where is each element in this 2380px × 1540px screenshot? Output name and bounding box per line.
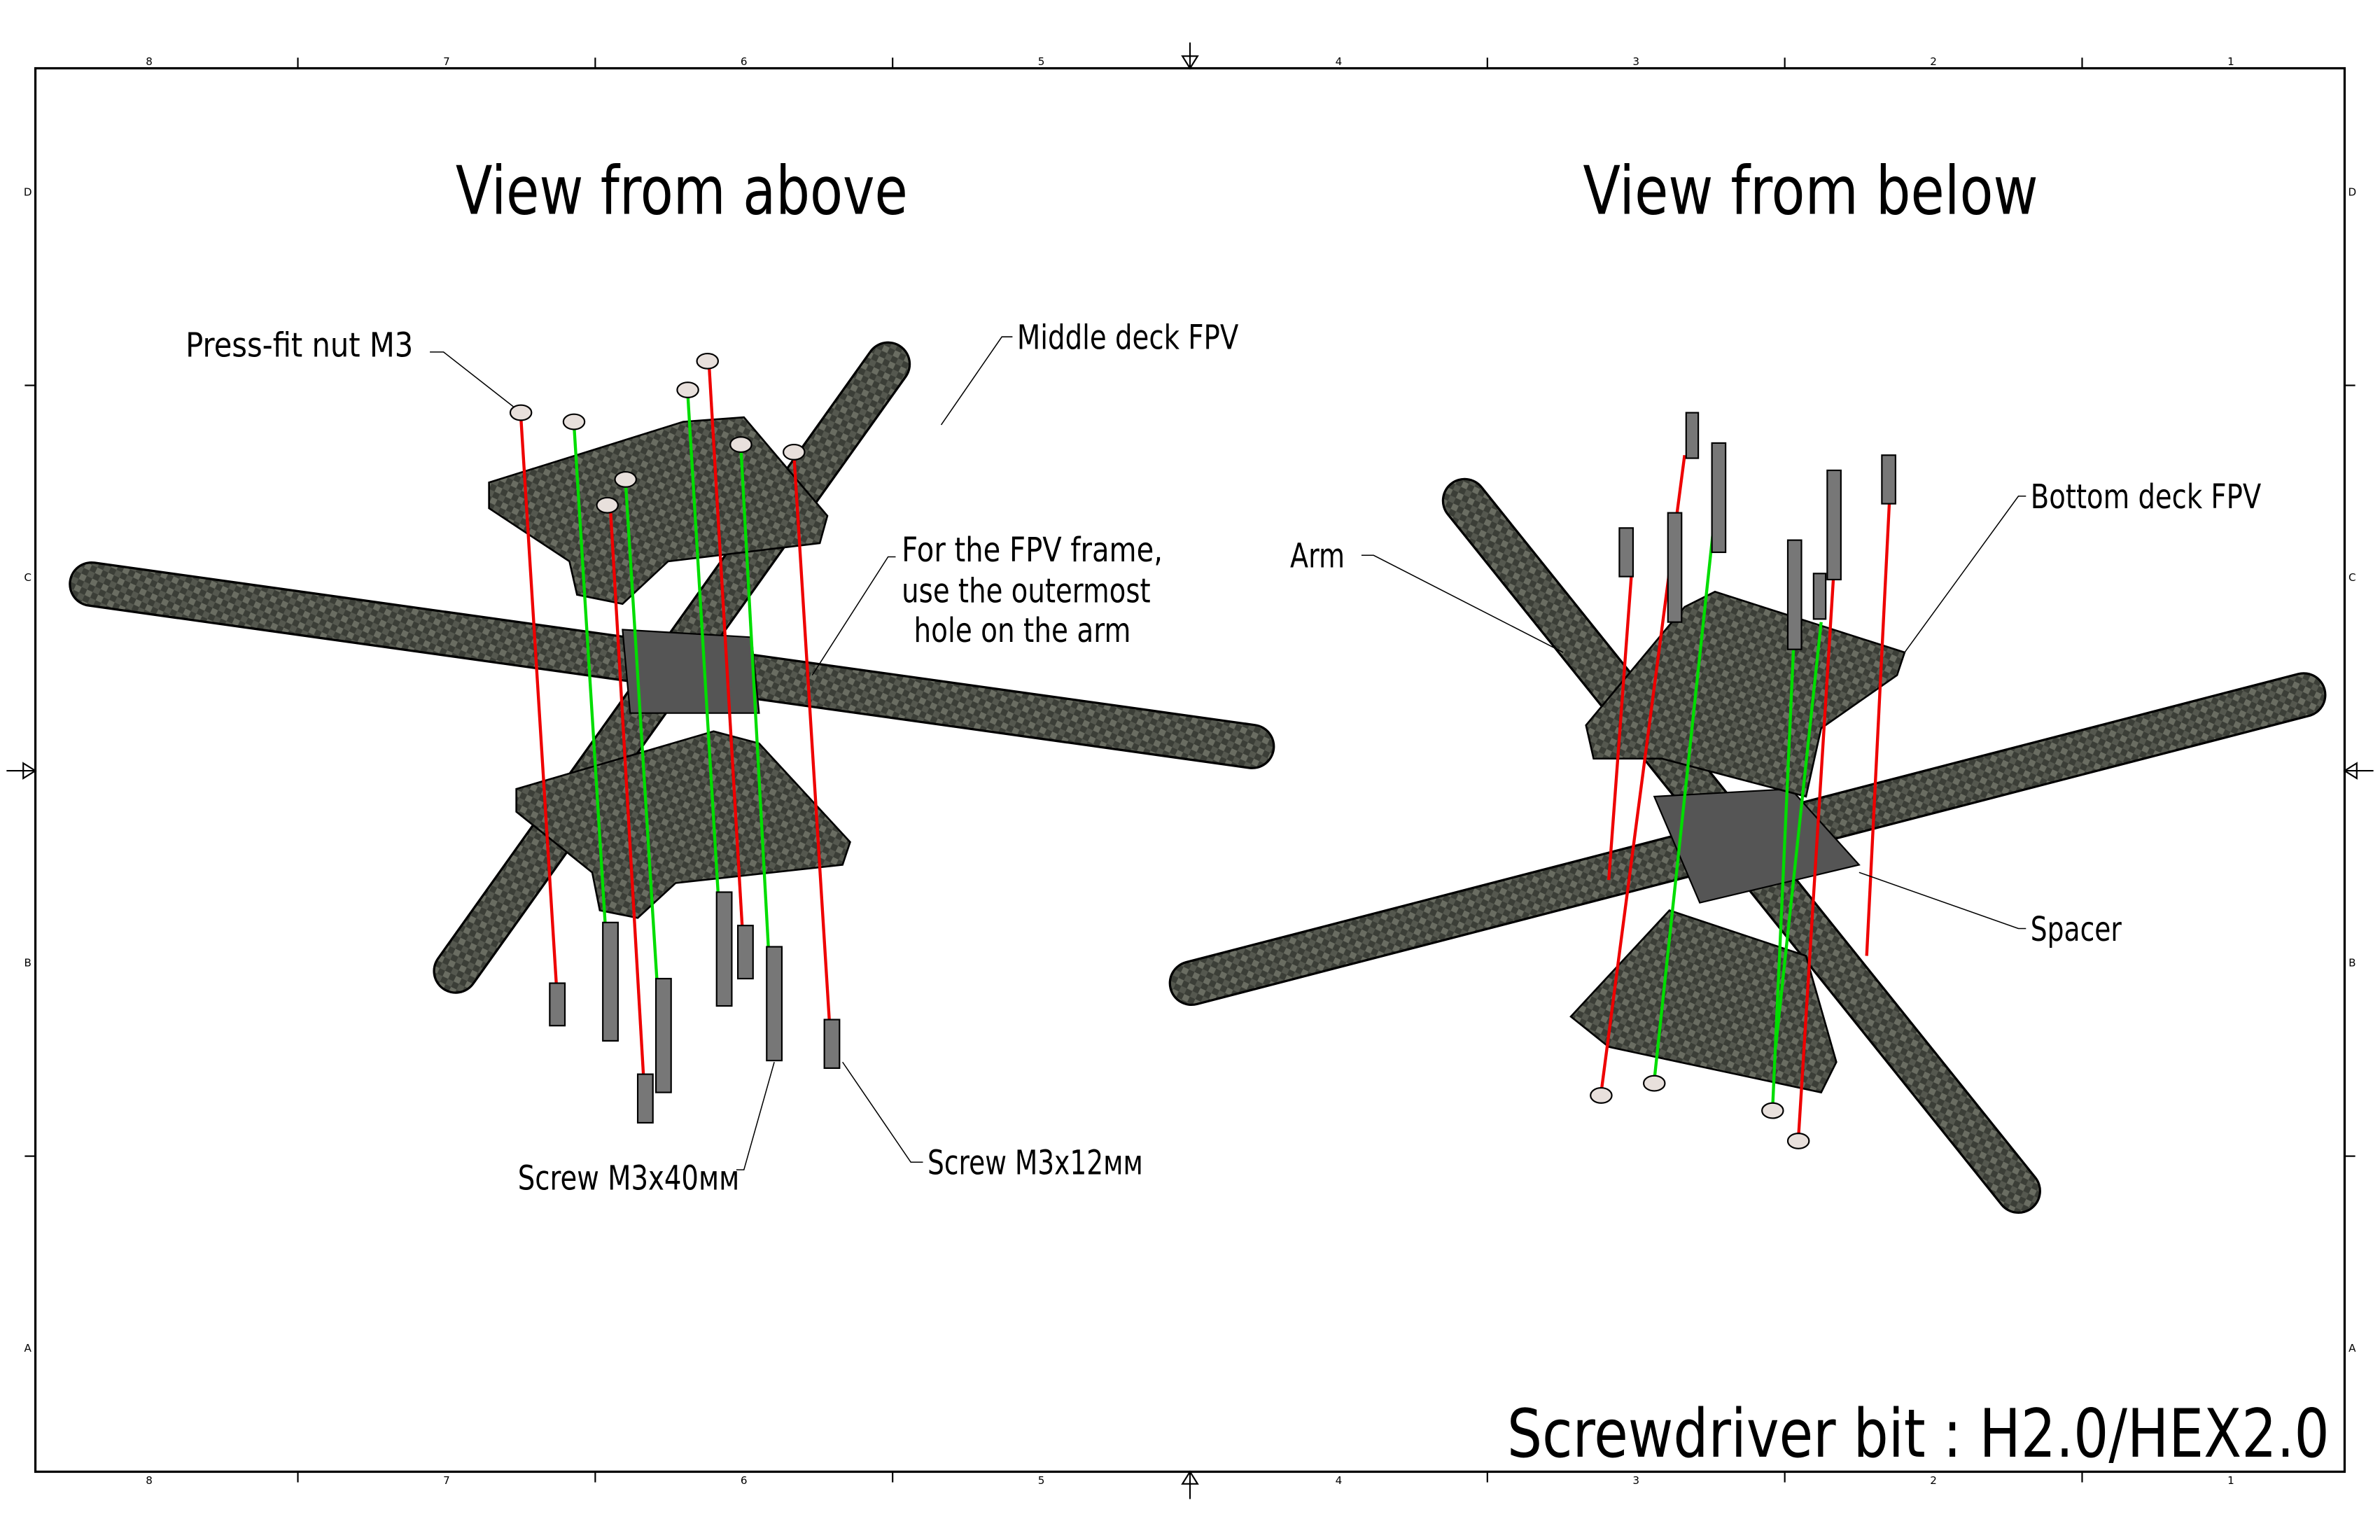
row-labels: D C B A D C B A xyxy=(24,186,2356,1355)
middle-deck xyxy=(488,416,829,606)
col-label: 6 xyxy=(741,1474,748,1487)
screws xyxy=(1618,412,1896,650)
row-label: D xyxy=(24,186,32,199)
drawing-border: 8 7 6 5 4 3 2 1 8 7 6 5 4 3 2 1 D C B A … xyxy=(6,42,2374,1499)
col-label: 7 xyxy=(443,1474,450,1487)
screws xyxy=(549,891,841,1124)
spacer xyxy=(1653,788,1861,904)
row-label: B xyxy=(24,957,31,969)
col-label: 3 xyxy=(1632,1474,1639,1487)
middle-deck xyxy=(1569,909,1837,1094)
leader-lines xyxy=(430,336,2026,1170)
callout-spacer: Spacer xyxy=(2031,911,2122,949)
callout-screw-m3x40: Screw M3x40мм xyxy=(518,1159,739,1198)
press-fit-nuts xyxy=(509,352,806,514)
col-label: 2 xyxy=(1930,55,1937,68)
title-view-below: View from below xyxy=(1583,153,2038,230)
col-label: 5 xyxy=(1038,55,1045,68)
callout-bottom-deck: Bottom deck FPV xyxy=(2031,478,2262,517)
row-label: A xyxy=(2348,1342,2356,1354)
row-label: B xyxy=(2348,957,2356,969)
row-label: C xyxy=(24,571,31,584)
guide-lines xyxy=(1600,454,1891,1138)
screwdriver-bit-note: Screwdriver bit : H2.0/HEX2.0 xyxy=(1507,1395,2330,1473)
callout-middle-deck: Middle deck FPV xyxy=(1017,319,1239,358)
col-label: 1 xyxy=(2227,1474,2234,1487)
row-label: A xyxy=(24,1342,32,1354)
col-label: 8 xyxy=(146,1474,153,1487)
centering-arrows xyxy=(22,55,2358,1485)
col-label: 4 xyxy=(1336,55,1343,68)
press-fit-nuts xyxy=(1590,1074,1810,1149)
title-view-above: View from above xyxy=(456,153,908,230)
spacer xyxy=(622,629,760,714)
col-label: 7 xyxy=(443,55,450,68)
col-label: 3 xyxy=(1632,55,1639,68)
callout-press-fit-nut: Press-fit nut M3 xyxy=(186,326,413,365)
col-label: 8 xyxy=(146,55,153,68)
col-label: 2 xyxy=(1930,1474,1937,1487)
callout-fpv-note-line1: For the FPV frame, xyxy=(902,531,1163,570)
bottom-deck xyxy=(1585,590,1906,798)
callout-fpv-note-line2: use the outermost xyxy=(902,572,1150,610)
bottom-deck xyxy=(515,730,851,919)
callout-fpv-note-line3: hole on the arm xyxy=(914,612,1131,650)
callout-arm: Arm xyxy=(1290,538,1345,576)
column-labels-bottom: 8 7 6 5 4 3 2 1 xyxy=(146,1474,2234,1487)
row-label: C xyxy=(2348,571,2356,584)
col-label: 1 xyxy=(2227,55,2234,68)
col-label: 5 xyxy=(1038,1474,1045,1487)
frame-view-below xyxy=(1168,412,2327,1214)
column-labels-top: 8 7 6 5 4 3 2 1 xyxy=(146,55,2234,68)
callout-screw-m3x12: Screw M3x12мм xyxy=(927,1144,1143,1183)
frame-view-above xyxy=(69,341,1275,1124)
col-label: 4 xyxy=(1336,1474,1343,1487)
row-label: D xyxy=(2348,186,2356,199)
col-label: 6 xyxy=(741,55,748,68)
